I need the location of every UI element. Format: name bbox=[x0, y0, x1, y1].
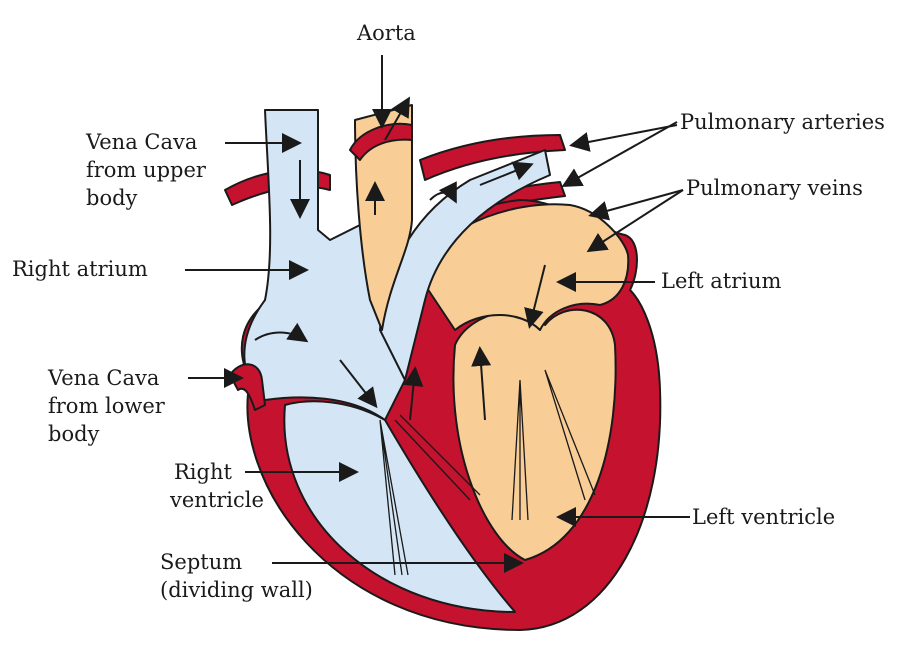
label-line: (dividing wall) bbox=[160, 578, 313, 602]
label-vena-cava-lower: Vena Cava from lower body bbox=[48, 364, 165, 448]
label-aorta: Aorta bbox=[357, 21, 416, 45]
pulmonary-artery-right bbox=[419, 134, 566, 181]
label-pulmonary-arteries: Pulmonary arteries bbox=[680, 110, 885, 134]
aorta-arch-wall bbox=[349, 122, 413, 161]
label-vena-cava-upper: Vena Cava from upper body bbox=[86, 128, 206, 212]
label-left-ventricle: Left ventricle bbox=[692, 505, 836, 529]
label-right-ventricle: Right ventricle bbox=[170, 458, 264, 514]
label-line: from upper bbox=[86, 158, 206, 182]
label-line: Right bbox=[174, 460, 232, 484]
aorta-vessel bbox=[354, 104, 413, 331]
label-line: body bbox=[48, 422, 100, 446]
label-line: body bbox=[86, 186, 138, 210]
label-line: from lower bbox=[48, 394, 165, 418]
chordae-tendineae bbox=[379, 369, 596, 576]
label-pointers bbox=[185, 55, 690, 573]
right-ventricle-chamber bbox=[283, 400, 516, 613]
label-line: Vena Cava bbox=[48, 366, 160, 390]
blood-flow-arrows bbox=[254, 96, 546, 421]
label-line: Septum bbox=[160, 550, 243, 574]
label-right-atrium: Right atrium bbox=[12, 257, 148, 281]
label-pulmonary-veins: Pulmonary veins bbox=[686, 176, 863, 200]
label-septum: Septum (dividing wall) bbox=[160, 548, 313, 604]
label-left-atrium: Left atrium bbox=[661, 269, 782, 293]
label-line: Vena Cava bbox=[86, 130, 198, 154]
label-line: ventricle bbox=[170, 488, 264, 512]
